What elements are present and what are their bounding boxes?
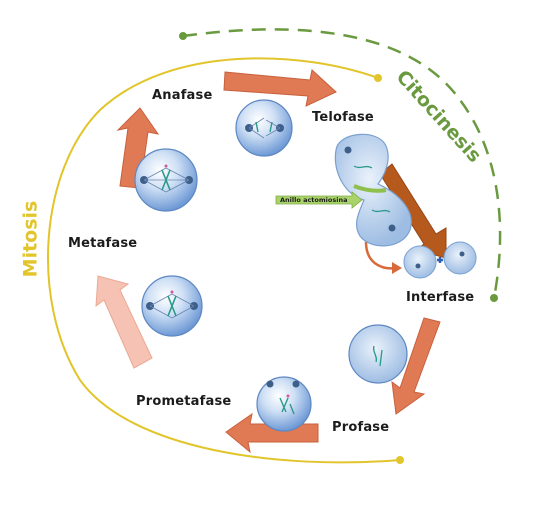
arrow-anafase-telofase: [223, 69, 337, 107]
arrow-profase-prometafase: [225, 412, 319, 454]
metafase-cell: [134, 148, 198, 212]
interfase-cells: [403, 241, 477, 279]
mitosis-arc-start-dot: [396, 456, 404, 464]
telofase-cell: [334, 133, 412, 247]
mitosis-label: Mitosis: [19, 200, 42, 278]
anillo-actomiosina-label: Anillo actomiosina: [280, 196, 348, 204]
prometafase-cell: [256, 376, 312, 432]
phase-label-telofase: Telofase: [312, 110, 374, 125]
profase-cell: [348, 324, 408, 384]
mitosis-arc: [47, 57, 401, 464]
phase-label-prometafase: Prometafase: [136, 394, 232, 409]
arrow-prometafase-metafase: [95, 275, 153, 369]
arrow-interfase-profase: [391, 317, 441, 415]
prometafase-metafase-cell: [141, 275, 203, 337]
citocinesis-arc-start-dot: [179, 32, 187, 40]
phase-label-profase: Profase: [332, 420, 390, 435]
phase-label-metafase: Metafase: [68, 236, 138, 251]
mitosis-arc-end-dot: [374, 74, 382, 82]
anillo-pointer: [275, 191, 363, 209]
phase-label-anafase: Anafase: [152, 88, 213, 103]
actomyosin-ring: [353, 184, 387, 193]
citocinesis-arc: [182, 28, 502, 299]
anafase-cell: [235, 99, 293, 157]
phase-label-interfase: Interfase: [406, 290, 475, 305]
citocinesis-arc-end-dot: [490, 294, 498, 302]
